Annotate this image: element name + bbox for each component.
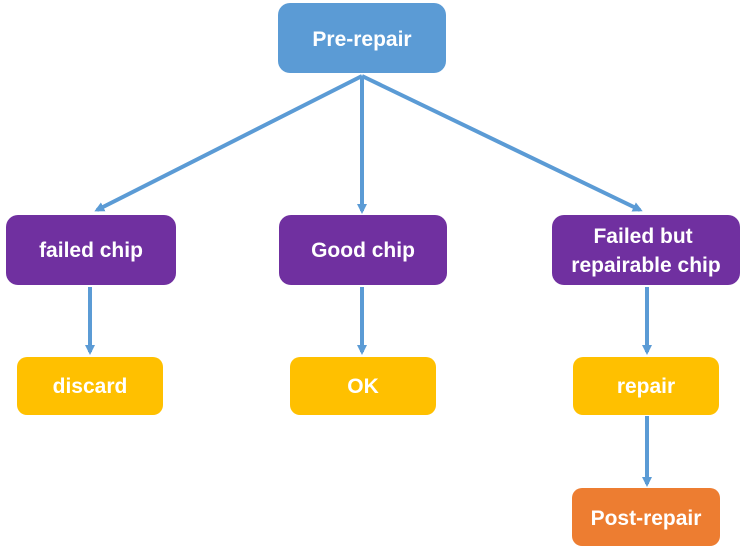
node-repairable-chip-box <box>552 215 740 285</box>
node-good-chip-label: Good chip <box>311 239 415 262</box>
node-repair-label: repair <box>617 375 675 398</box>
node-repairable-chip-label-line1: Failed but <box>593 225 692 248</box>
node-post-repair-box <box>572 488 720 546</box>
node-ok-box <box>290 357 436 415</box>
node-pre-repair-label: Pre-repair <box>312 28 411 51</box>
node-failed-chip: failed chip <box>6 215 176 285</box>
node-repairable-chip-label-line2: repairable chip <box>571 254 720 277</box>
node-discard-box <box>17 357 163 415</box>
node-discard: discard <box>17 357 163 415</box>
node-pre-repair: Pre-repair <box>278 3 446 73</box>
node-discard-label: discard <box>53 375 128 398</box>
node-repair-box <box>573 357 719 415</box>
node-post-repair-label: Post-repair <box>591 507 702 530</box>
node-failed-chip-box <box>6 215 176 285</box>
node-ok: OK <box>290 357 436 415</box>
node-repairable-chip: Failed but repairable chip <box>552 215 740 285</box>
node-ok-label: OK <box>347 375 379 398</box>
node-repair: repair <box>573 357 719 415</box>
node-good-chip: Good chip <box>279 215 447 285</box>
node-repairable-chip-label: Failed but repairable chip <box>571 225 720 277</box>
node-good-chip-box <box>279 215 447 285</box>
node-pre-repair-box <box>278 3 446 73</box>
connectors <box>85 74 652 487</box>
node-failed-chip-label: failed chip <box>39 239 143 262</box>
arrow-prerepair-to-failed-chip <box>94 74 363 212</box>
arrow-prerepair-to-repairable-chip <box>361 74 643 212</box>
node-post-repair: Post-repair <box>572 488 720 546</box>
